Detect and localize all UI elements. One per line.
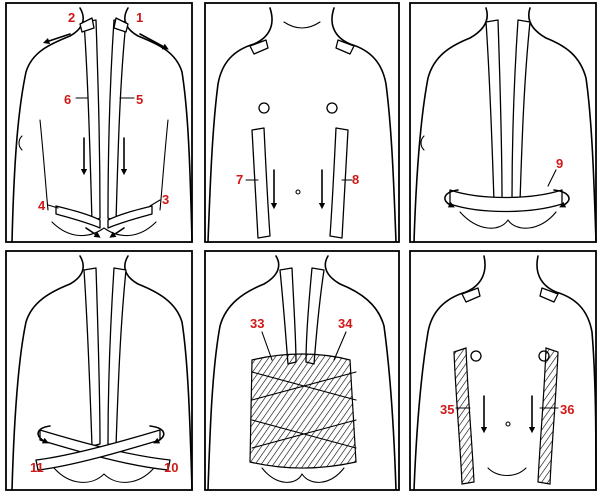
- arrow-band-left: [444, 189, 459, 208]
- panel-6-groin: [487, 467, 527, 477]
- tape-basket-weave: [249, 353, 357, 469]
- tape-strip-7: [251, 127, 271, 239]
- label-1: 1: [136, 10, 143, 25]
- leader-3: [149, 199, 161, 207]
- tape-strip-36: [537, 347, 559, 485]
- panel-3-right-shoulder: [528, 7, 597, 243]
- panel-4-frame: [5, 250, 193, 491]
- panel-1-frame: [5, 2, 193, 243]
- panel-5-frame: [204, 250, 400, 491]
- label-8: 8: [352, 172, 359, 187]
- panel-4-right-vertical-tape: [107, 267, 127, 447]
- panel-2-right-shoulder: [331, 7, 397, 243]
- tape-strip-8: [329, 127, 349, 239]
- tape-strip-9: [449, 189, 563, 213]
- tape-anchor-1: [113, 17, 129, 33]
- panel-3-elbow: [420, 135, 425, 151]
- arrow-waist-left: [85, 227, 101, 238]
- panel-2-navel: [295, 189, 301, 195]
- leader-34: [333, 331, 347, 361]
- panel-6-navel: [505, 421, 511, 427]
- panel-2-left-shoulder: [207, 7, 273, 243]
- panel-6-right-anchor: [539, 287, 559, 303]
- panel-2-right-nipple: [326, 102, 338, 114]
- tape-strip-35: [453, 347, 475, 485]
- arrow-band-right: [553, 189, 570, 208]
- panel-2-neck: [283, 21, 321, 29]
- panel-4-left-shoulder: [11, 255, 84, 491]
- panel-1-elbow: [18, 135, 23, 151]
- label-7: 7: [236, 172, 243, 187]
- panel-5-left-shoulder: [207, 255, 280, 491]
- label-36: 36: [560, 402, 574, 417]
- arrow-cross-right: [149, 425, 165, 444]
- tape-anchor-2: [79, 17, 95, 33]
- label-3: 3: [162, 192, 169, 207]
- panel-3-buttocks: [459, 211, 557, 229]
- label-9: 9: [556, 156, 563, 171]
- panel-1-left-flank: [39, 119, 49, 211]
- label-10: 10: [164, 460, 178, 475]
- panel-1-right-flank: [159, 119, 169, 211]
- label-11: 11: [30, 460, 44, 475]
- panel-3-left-vertical-tape: [485, 19, 503, 203]
- tape-strip-11: [35, 429, 161, 471]
- panel-3-frame: [409, 2, 597, 243]
- panel-2-right-anchor: [335, 39, 355, 55]
- leader-4: [47, 204, 59, 209]
- panel-4-right-shoulder: [124, 255, 193, 491]
- label-2: 2: [68, 10, 75, 25]
- panel-2-left-anchor: [249, 39, 269, 55]
- leader-9: [547, 169, 557, 187]
- label-33: 33: [250, 316, 264, 331]
- panel-1: 2 1 6 5 4 3: [5, 2, 193, 243]
- label-35: 35: [440, 402, 454, 417]
- panel-6-left-shoulder: [413, 255, 486, 491]
- panel-6-left-anchor: [461, 287, 481, 303]
- arrow-cross-left: [37, 425, 51, 444]
- panel-2-left-nipple: [258, 102, 270, 114]
- arrow-waist-right: [109, 227, 125, 238]
- leader-33: [261, 331, 273, 361]
- panel-5-right-vertical-tape: [305, 267, 325, 365]
- panel-3: 9: [409, 2, 597, 243]
- panel-2: 7 8: [204, 2, 400, 243]
- panel-6-right-shoulder: [536, 255, 597, 491]
- panel-3-right-vertical-tape: [511, 19, 531, 203]
- panel-5-right-shoulder: [324, 255, 397, 491]
- basket-weave-cross-lines: [251, 371, 357, 449]
- tape-strip-6: [83, 19, 101, 223]
- panel-4-left-vertical-tape: [83, 267, 101, 447]
- panel-5-buttocks: [261, 467, 345, 483]
- panel-3-left-shoulder: [413, 7, 488, 243]
- panel-4: 11 10: [5, 250, 193, 491]
- panel-5: 33 34: [204, 250, 400, 491]
- arrow-right-shoulder: [139, 33, 169, 50]
- tape-strip-3: [107, 205, 153, 229]
- panel-5-left-vertical-tape: [279, 267, 297, 365]
- panel-6-left-nipple: [470, 350, 482, 362]
- label-5: 5: [136, 92, 143, 107]
- label-6: 6: [64, 92, 71, 107]
- panel-6-frame: [409, 250, 597, 491]
- tape-strip-5: [107, 19, 127, 223]
- panel-2-frame: [204, 2, 400, 243]
- panel-1-buttocks: [51, 221, 157, 237]
- arrow-left-shoulder: [42, 33, 71, 45]
- panel-4-buttocks: [53, 467, 155, 483]
- label-34: 34: [338, 316, 353, 331]
- label-4: 4: [38, 198, 46, 213]
- panel-6: 35 36: [409, 250, 597, 491]
- tape-strip-4: [55, 205, 101, 229]
